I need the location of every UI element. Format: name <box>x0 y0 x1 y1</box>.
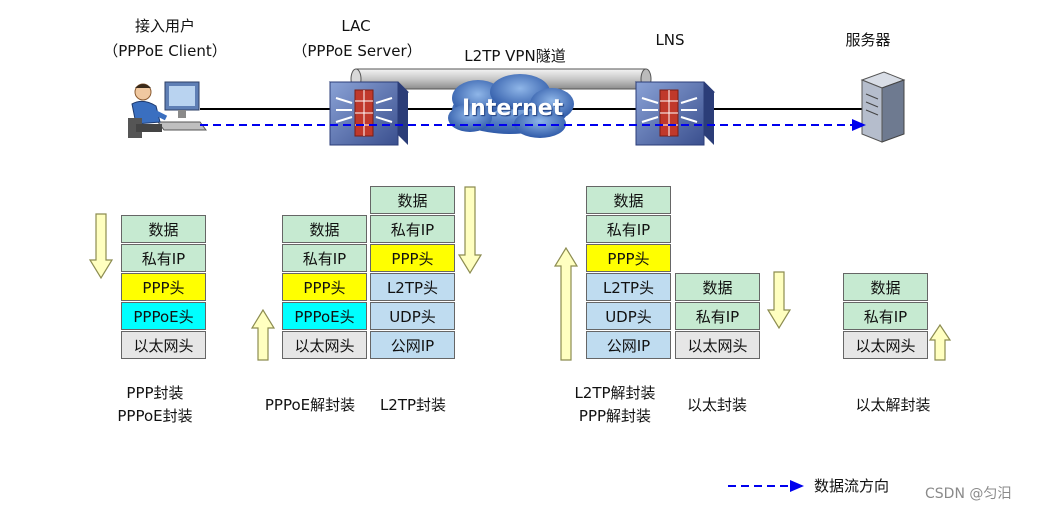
stack-cell: PPP头 <box>121 273 206 301</box>
stack-cell: 私有IP <box>843 302 928 330</box>
data-flow-arrowhead <box>852 119 866 131</box>
stack-cell: 私有IP <box>675 302 760 330</box>
stack-cell: 私有IP <box>282 244 367 272</box>
stack-cell: 数据 <box>121 215 206 243</box>
caption-ppp-decap: PPP解封装 <box>578 407 652 425</box>
stack-cell: 数据 <box>370 186 455 214</box>
user-computer-icon <box>128 81 207 138</box>
lac-firewall-icon <box>328 81 410 146</box>
stack-cell: UDP头 <box>586 302 671 330</box>
stack-cell: 数据 <box>675 273 760 301</box>
stack-cell: PPP头 <box>370 244 455 272</box>
stack-cell: 私有IP <box>370 215 455 243</box>
stack-cell: UDP头 <box>370 302 455 330</box>
stack-cell: 以太网头 <box>121 331 206 359</box>
stack-cell: L2TP头 <box>586 273 671 301</box>
down-arrow-1 <box>88 213 114 280</box>
stack-cell: PPPoE头 <box>282 302 367 330</box>
stack-cell: 私有IP <box>586 215 671 243</box>
caption-eth-encap: 以太封装 <box>686 396 747 414</box>
caption-pppoe-decap: PPPoE解封装 <box>264 396 356 414</box>
caption-ppp-encap: PPP封装 <box>126 384 184 402</box>
server-title: 服务器 <box>845 31 891 49</box>
down-arrow-5 <box>766 271 792 330</box>
caption-eth-decap: 以太解封装 <box>855 396 931 414</box>
caption-pppoe-encap: PPPoE封装 <box>117 407 193 425</box>
watermark: CSDN @匀汨 <box>925 486 1012 502</box>
stack-cell: PPPoE头 <box>121 302 206 330</box>
stack-cell: 以太网头 <box>675 331 760 359</box>
legend-label: 数据流方向 <box>814 477 890 495</box>
legend-arrowhead <box>790 480 804 492</box>
tunnel-label: L2TP VPN隧道 <box>464 47 566 65</box>
stack-cell: 数据 <box>843 273 928 301</box>
stack-cell: 数据 <box>586 186 671 214</box>
caption-l2tp-decap: L2TP解封装 <box>574 384 656 402</box>
server-icon <box>860 71 906 143</box>
down-arrow-3 <box>457 186 483 275</box>
stack-cell: 数据 <box>282 215 367 243</box>
stack-cell: L2TP头 <box>370 273 455 301</box>
lac-title: LAC <box>341 17 371 35</box>
caption-l2tp-encap: L2TP封装 <box>379 396 447 414</box>
up-arrow-6 <box>928 323 952 361</box>
stack-cell: 公网IP <box>370 331 455 359</box>
lns-firewall-icon <box>634 81 716 146</box>
lac-subtitle: （PPPoE Server） <box>292 42 422 60</box>
client-subtitle: （PPPoE Client） <box>103 42 227 60</box>
stack-cell: 以太网头 <box>843 331 928 359</box>
lns-title: LNS <box>655 31 685 49</box>
stack-cell: 私有IP <box>121 244 206 272</box>
up-arrow-2 <box>250 308 276 361</box>
stack-cell: 以太网头 <box>282 331 367 359</box>
internet-label: Internet <box>462 96 564 121</box>
client-title: 接入用户 <box>134 17 195 35</box>
stack-cell: PPP头 <box>586 244 671 272</box>
up-arrow-4 <box>553 246 579 361</box>
stack-cell: 公网IP <box>586 331 671 359</box>
stack-cell: PPP头 <box>282 273 367 301</box>
